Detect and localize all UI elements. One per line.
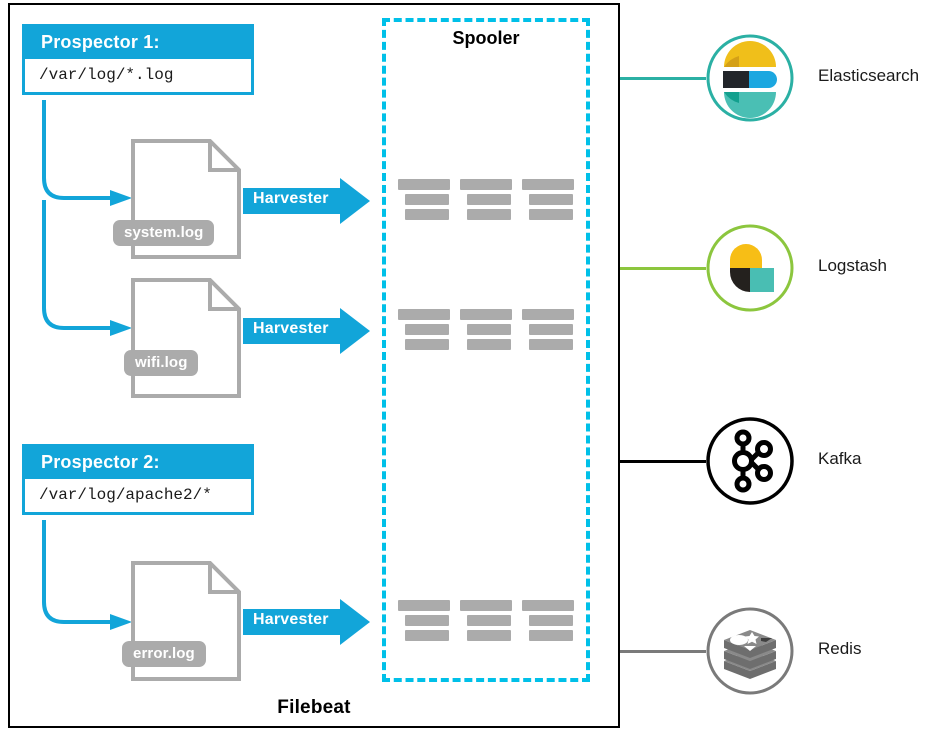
file-name-badge-system: system.log [113,220,215,246]
event-line [529,339,573,350]
spooler-event [460,179,512,224]
event-line [467,630,511,641]
event-line [405,630,449,641]
harvester-label: Harvester [253,320,329,337]
event-line [405,209,449,220]
event-line [467,324,511,335]
output-line-elasticsearch [620,77,706,80]
spooler-event [522,309,574,354]
event-line [467,209,511,220]
event-line [529,630,573,641]
filebeat-container [8,3,620,728]
elasticsearch-logo-icon [706,34,794,122]
spooler-event-group [398,179,574,223]
file-name-badge-wifi: wifi.log [124,350,199,376]
event-line [522,179,574,190]
output-line-redis [620,650,706,653]
event-line [405,615,449,626]
prospector-2-connector [22,520,152,635]
event-line [460,179,512,190]
spooler-event [398,179,450,224]
spooler-event [522,600,574,645]
spooler-event-group [398,309,574,353]
log-file-wifi [130,277,242,399]
event-line [405,324,449,335]
prospector-2-title: Prospector 2: [41,452,160,472]
redis-logo-icon [706,607,794,695]
spooler-region [382,18,590,682]
output-line-kafka [620,460,706,463]
prospector-1-path: /var/log/*.log [25,59,251,92]
harvester-label: Harvester [253,190,329,207]
prospector-1-box: Prospector 1: /var/log/*.log [22,24,254,95]
prospector-1-title: Prospector 1: [41,32,160,52]
spooler-event [398,600,450,645]
event-line [460,600,512,611]
event-line [522,600,574,611]
harvester-arrow-error: Harvester [243,599,370,645]
logstash-logo-icon [706,224,794,312]
harvester-arrow-system: Harvester [243,178,370,224]
event-line [467,615,511,626]
event-line [405,339,449,350]
file-name-badge-error: error.log [122,641,206,667]
prospector-2-box: Prospector 2: /var/log/apache2/* [22,444,254,515]
event-line [398,179,450,190]
harvester-label: Harvester [253,611,329,628]
kafka-logo-icon [706,417,794,505]
event-line [522,309,574,320]
harvester-arrow-wifi: Harvester [243,308,370,354]
event-line [529,194,573,205]
spooler-event [522,179,574,224]
spooler-event [460,309,512,354]
prospector-2-path: /var/log/apache2/* [25,479,251,512]
output-label-redis: Redis [818,639,862,658]
event-line [398,600,450,611]
event-line [460,309,512,320]
spooler-event-group [398,600,574,644]
spooler-event [398,309,450,354]
spooler-label: Spooler [452,28,520,48]
filebeat-label: Filebeat [277,697,351,718]
event-line [398,309,450,320]
spooler-event [460,600,512,645]
event-line [529,209,573,220]
event-line [467,339,511,350]
prospector-1-connector [22,100,152,336]
output-label-logstash: Logstash [818,256,887,275]
event-line [529,615,573,626]
event-line [467,194,511,205]
output-line-logstash [620,267,706,270]
event-line [529,324,573,335]
event-line [405,194,449,205]
output-label-kafka: Kafka [818,449,862,468]
output-label-elasticsearch: Elasticsearch [818,66,920,85]
